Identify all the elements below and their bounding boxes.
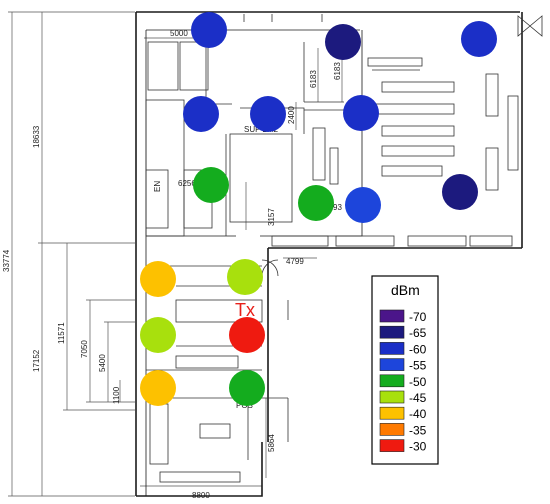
measurement-point-p14 (229, 317, 265, 353)
legend-label: -70 (409, 310, 427, 324)
transmitter-label: Tx (235, 300, 255, 320)
legend-swatch (379, 342, 405, 355)
legend-items: -70 -65 -60 -55 -50 -45 -40 -35 -30 (379, 309, 427, 454)
measurement-point-p13 (140, 317, 176, 353)
dimension-texts: 33774 18633 17152 11571 7050 5400 1100 5… (2, 29, 342, 500)
dim-left-wing-height: 11571 (57, 322, 66, 344)
dim-corridor-a: 6183 (309, 70, 318, 88)
legend-label: -55 (409, 359, 427, 373)
legend-label: -50 (409, 375, 427, 389)
measurement-point-p10 (442, 174, 478, 210)
legend-label: -35 (409, 423, 427, 437)
legend-swatch (379, 325, 405, 339)
legend-swatch (379, 406, 405, 420)
dim-bottom-width: 8800 (192, 491, 210, 500)
legend-label: -30 (409, 440, 427, 454)
legend-swatch (379, 358, 405, 371)
measurement-point-p02 (325, 24, 361, 60)
legend-label: -60 (409, 342, 427, 356)
dim-top-width: 5000 (170, 29, 188, 38)
measurement-point-p03 (461, 21, 497, 57)
measurement-points (140, 12, 497, 406)
measurement-point-p05 (250, 96, 286, 132)
small-code-label: 93 (333, 203, 342, 212)
legend-swatch (379, 439, 405, 452)
measurement-point-p16 (229, 370, 265, 406)
legend-swatch (379, 390, 405, 404)
measurement-point-p12 (227, 259, 263, 295)
measurement-point-p09 (345, 187, 381, 223)
measurement-point-p07 (193, 167, 229, 203)
walls (135, 11, 523, 497)
dimension-lines (8, 11, 343, 497)
dim-tail-width: 4799 (286, 257, 304, 266)
dim-bottom-depth: 5864 (267, 434, 276, 452)
legend-swatch (379, 423, 405, 436)
dim-inner-height-b: 5400 (98, 354, 107, 372)
dim-lower-height: 17152 (32, 349, 41, 372)
measurement-point-p01 (191, 12, 227, 48)
legend-swatch (379, 374, 405, 388)
dim-small-height: 1100 (112, 386, 121, 404)
legend-title: dBm (391, 282, 420, 298)
measurement-point-p04 (183, 96, 219, 132)
legend-label: -65 (409, 326, 427, 340)
measurement-point-p11 (140, 261, 176, 297)
interior-details (145, 14, 543, 483)
dim-total-height: 33774 (2, 249, 11, 272)
measurement-point-p06 (343, 95, 379, 131)
dim-inner-height-a: 7050 (80, 340, 89, 358)
dim-room-label: 6256 (178, 179, 196, 188)
legend-label: -40 (409, 407, 427, 421)
dim-upper-height: 18633 (32, 125, 41, 148)
dim-corridor-b: 6183 (333, 62, 342, 80)
legend-label: -45 (409, 391, 427, 405)
legend: dBm -70 -65 -60 -55 -50 -45 -40 -35 -30 (371, 275, 439, 465)
measurement-point-p08 (298, 185, 334, 221)
dim-corridor-c: 2400 (287, 106, 296, 124)
legend-swatch (379, 309, 405, 323)
measurement-point-p15 (140, 370, 176, 406)
en-label: EN (153, 181, 162, 192)
dim-mid-depth: 3157 (267, 208, 276, 226)
